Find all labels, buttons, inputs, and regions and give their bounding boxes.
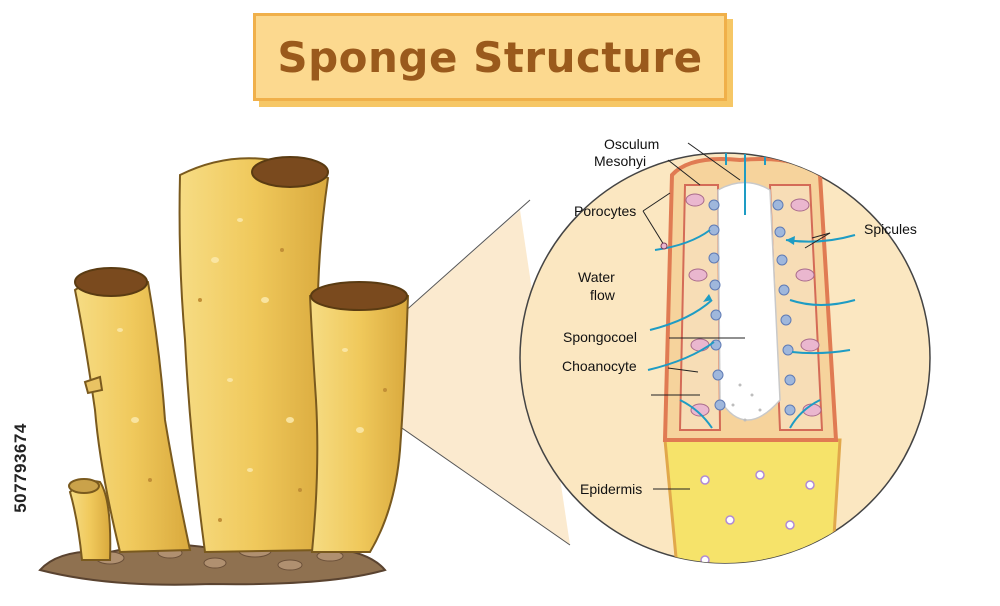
label-epidermis: Epidermis — [580, 481, 642, 497]
zoom-beam — [330, 210, 570, 545]
label-osculum: Osculum — [604, 136, 659, 152]
label-porocytes: Porocytes — [574, 203, 636, 219]
tall-sponge-tube — [178, 156, 330, 554]
label-spicules: Spicules — [864, 221, 917, 237]
label-spongocoel: Spongocoel — [563, 329, 637, 345]
left-sponge-tube — [73, 267, 192, 554]
cross-section — [647, 153, 856, 563]
label-mesohyl: Mesohyi — [594, 153, 646, 169]
label-choanocyte: Choanocyte — [562, 358, 637, 374]
diagram-title: Sponge Structure — [277, 32, 703, 82]
small-sponge-tube — [68, 478, 112, 561]
title-box: Sponge Structure — [253, 13, 727, 101]
spongocoel-cavity — [717, 181, 781, 421]
right-sponge-tube — [308, 281, 410, 553]
label-water-flow-line2: flow — [590, 287, 616, 303]
label-water-flow-line1: Water — [578, 269, 615, 285]
